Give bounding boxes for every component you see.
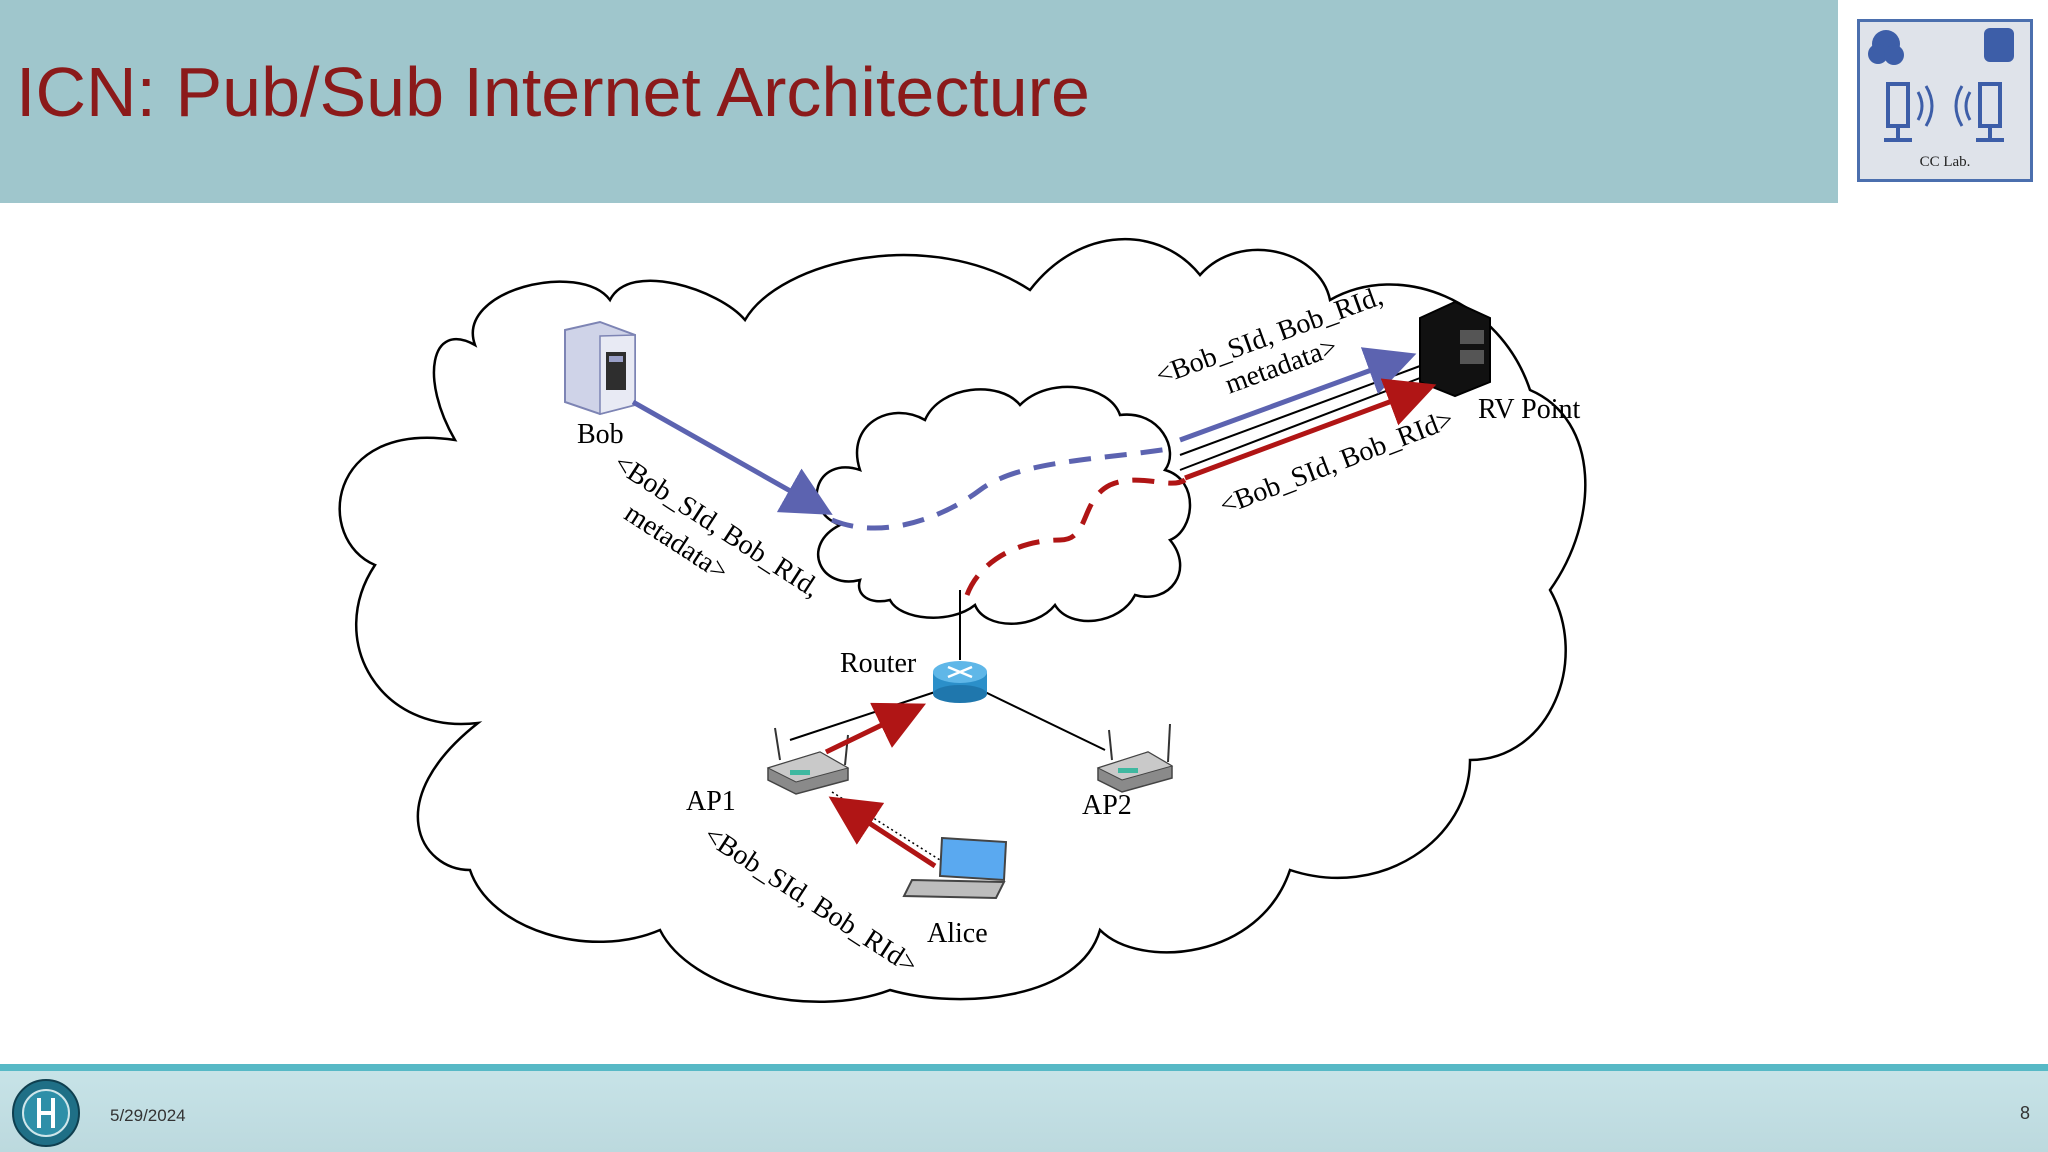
router-ap1-link bbox=[789, 691, 936, 741]
bob-publish-arrow bbox=[631, 399, 833, 515]
ap2-icon bbox=[1096, 723, 1174, 793]
alice-laptop-icon bbox=[902, 836, 1008, 900]
rv-point-server-icon bbox=[1419, 300, 1491, 398]
router-icon bbox=[933, 661, 987, 703]
title-bar bbox=[0, 0, 1838, 203]
ap1-label: AP1 bbox=[686, 786, 736, 817]
logo-caption: CC Lab. bbox=[1919, 154, 1971, 170]
publish-path-dashed bbox=[831, 445, 1176, 531]
slide-number: 8 bbox=[2019, 1103, 2030, 1123]
university-seal-icon bbox=[12, 1079, 80, 1147]
alice-ap1-arrow bbox=[828, 796, 937, 869]
bob-label: Bob bbox=[577, 419, 624, 450]
bob-server-icon bbox=[564, 320, 636, 416]
rv-publish-arrow bbox=[1179, 347, 1417, 443]
core-cloud bbox=[815, 385, 1192, 625]
subscribe-path-dashed bbox=[964, 477, 1187, 596]
footer-bar bbox=[0, 1064, 2048, 1152]
pubsub-diagram: Bob RV Point Router AP1 AP2 Alice bbox=[338, 238, 1587, 1003]
alice-label: Alice bbox=[927, 918, 988, 949]
router-ap2-link bbox=[984, 691, 1106, 751]
rv-subscribe-arrow bbox=[1184, 378, 1437, 481]
ap1-router-arrow bbox=[824, 702, 927, 755]
router-label: Router bbox=[840, 648, 917, 679]
footer-rule bbox=[0, 1064, 2048, 1071]
rv-point-label: RV Point bbox=[1478, 394, 1581, 425]
alice-subscribe-message: <Bob_SId, Bob_RId> bbox=[698, 820, 923, 981]
slide-date: 5/29/2024 bbox=[110, 1106, 186, 1125]
lab-logo: CC Lab. bbox=[1857, 19, 2033, 182]
wireless-link bbox=[831, 791, 941, 861]
lab-logo-graphic bbox=[1868, 28, 2014, 142]
ap1-icon bbox=[766, 727, 850, 795]
ap2-label: AP2 bbox=[1082, 790, 1132, 821]
slide-title: ICN: Pub/Sub Internet Architecture bbox=[16, 53, 1090, 131]
